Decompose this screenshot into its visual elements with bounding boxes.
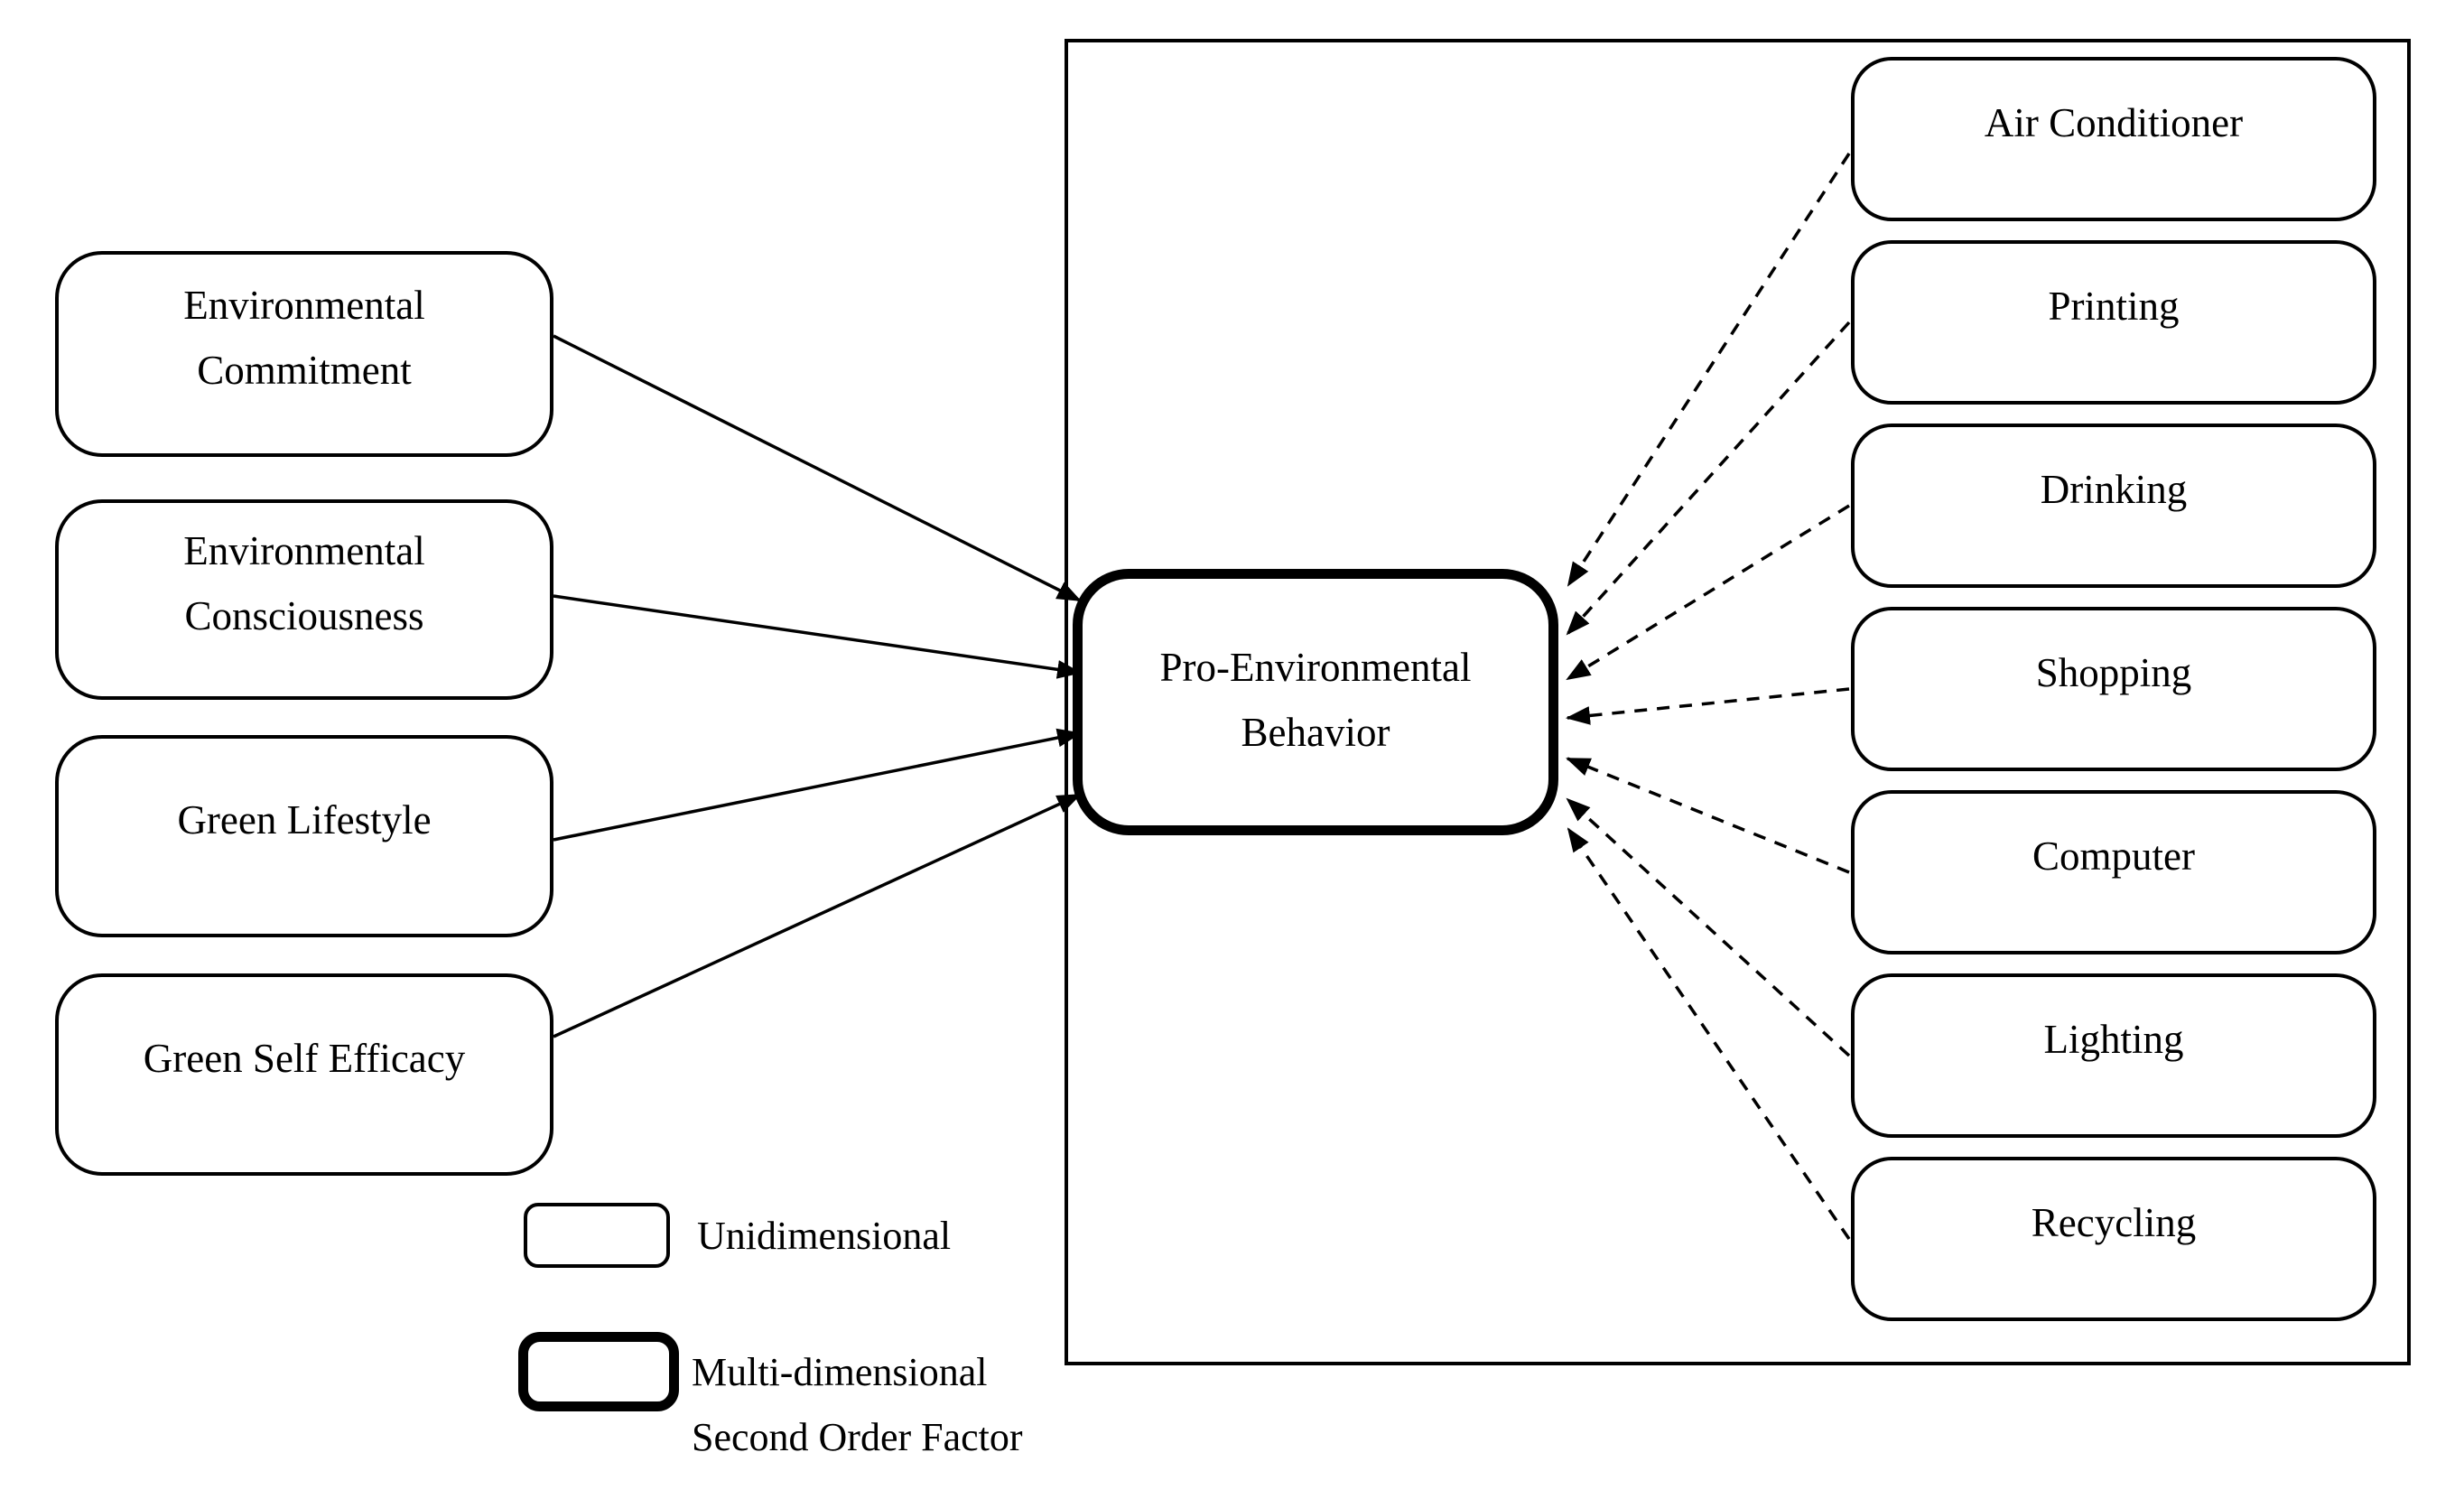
node-label-line: Commitment <box>197 348 412 393</box>
arrow-shopping <box>1565 687 1850 725</box>
node-label-line: Air Conditioner <box>1984 100 2244 145</box>
node-label-line: Pro-Environmental <box>1159 644 1472 690</box>
node-recycling: Recycling <box>1851 1157 2376 1321</box>
arrow-printing <box>1566 321 1851 636</box>
arrow-environmental-consciousness <box>553 594 1083 679</box>
node-label-line: Printing <box>2048 284 2180 329</box>
node-air-conditioner: Air Conditioner <box>1851 57 2376 221</box>
arrow-air-conditioner <box>1567 153 1851 587</box>
solid-arrows <box>553 334 1083 1038</box>
arrow-drinking <box>1566 504 1850 681</box>
arrow-environmental-commitment <box>553 334 1082 602</box>
node-label-line: Green Lifestyle <box>177 797 432 843</box>
node-green-lifestyle: Green Lifestyle <box>55 735 553 937</box>
legend-multidimensional-label-line2: Second Order Factor <box>692 1414 1023 1459</box>
node-label-line: Recycling <box>2031 1200 2197 1245</box>
legend-multidimensional-swatch <box>518 1332 679 1411</box>
arrow-green-lifestyle <box>553 728 1083 842</box>
legend-multidimensional-label-line1: Multi-dimensional <box>692 1349 988 1394</box>
node-label-line: Lighting <box>2043 1017 2184 1062</box>
behavior-group-frame <box>1065 39 2411 1365</box>
arrow-recycling <box>1567 827 1851 1240</box>
node-pro-environmental-behavior: Pro-Environmental Behavior <box>1073 569 1558 835</box>
node-computer: Computer <box>1851 790 2376 954</box>
node-label-line: Environmental <box>183 528 425 573</box>
node-environmental-consciousness: Environmental Consciousness <box>55 499 553 700</box>
node-label-line: Green Self Efficacy <box>143 1036 466 1081</box>
node-green-self-efficacy: Green Self Efficacy <box>55 973 553 1176</box>
dashed-arrows <box>1565 153 1851 1240</box>
node-drinking: Drinking <box>1851 424 2376 588</box>
node-shopping: Shopping <box>1851 607 2376 771</box>
node-label-line: Shopping <box>2035 650 2192 695</box>
legend-unidimensional-swatch <box>524 1203 670 1268</box>
node-environmental-commitment: Environmental Commitment <box>55 251 553 457</box>
node-printing: Printing <box>1851 240 2376 405</box>
node-lighting: Lighting <box>1851 973 2376 1138</box>
arrow-lighting <box>1566 797 1851 1057</box>
arrow-green-self-efficacy <box>553 793 1082 1038</box>
arrow-computer <box>1566 757 1850 874</box>
node-label-line: Computer <box>2032 833 2195 879</box>
node-label-line: Drinking <box>2040 467 2188 512</box>
node-label-line: Behavior <box>1241 709 1390 755</box>
legend-unidimensional-label: Unidimensional <box>697 1213 952 1258</box>
node-label-line: Environmental <box>183 283 425 328</box>
node-label-line: Consciousness <box>184 593 424 638</box>
